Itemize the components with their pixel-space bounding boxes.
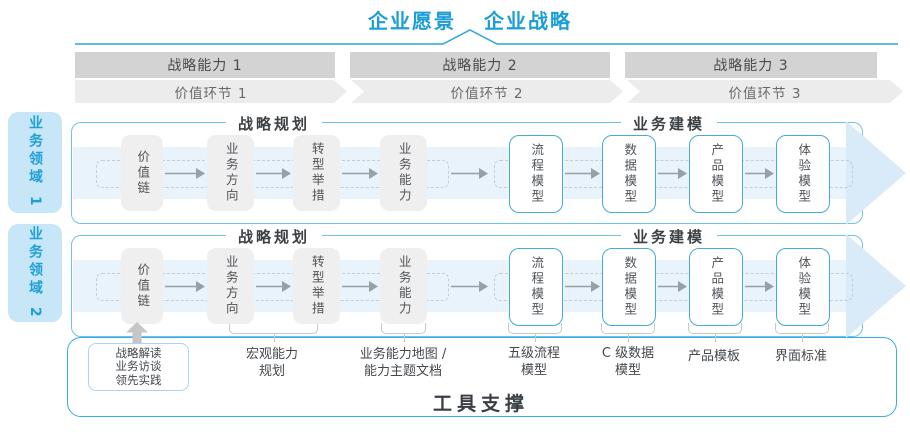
section-header-modeling: 业务建模 xyxy=(620,113,718,134)
flow-box-label: 数据模型 xyxy=(622,143,638,205)
domain-tab-label: 业务领域 2 xyxy=(27,225,43,321)
flow-band-arrowhead-icon xyxy=(846,234,906,338)
flow-box-process-model: 流程模型 xyxy=(509,248,563,326)
flow-box-product-model: 产品模型 xyxy=(689,248,743,326)
vision-title: 企业愿景 xyxy=(368,9,456,33)
flow-box-value-chain: 价值链 xyxy=(121,135,163,211)
domain-tab-label: 业务领域 1 xyxy=(27,115,43,210)
bracket-connector xyxy=(381,323,426,342)
flow-arrow-icon xyxy=(745,281,774,292)
note-product-template: 产品模板 xyxy=(687,349,741,364)
flow-box-label: 流程模型 xyxy=(529,256,545,318)
flow-box-value-chain: 价值链 xyxy=(121,248,163,324)
flow-box-label: 业务能力 xyxy=(396,142,412,204)
capability-bar-3: 战略能力 3 xyxy=(625,52,877,78)
flow-box-label: 体验模型 xyxy=(796,143,812,205)
capability-bar-1: 战略能力 1 xyxy=(75,52,335,78)
note-capability-map: 业务能力地图 / 能力主题文档 xyxy=(359,347,447,379)
flow-box-data-model: 数据模型 xyxy=(602,135,656,213)
flow-box-label: 转型举措 xyxy=(309,142,325,204)
value-link-chevron-1: 价值环节 1 xyxy=(75,80,347,103)
flow-box-label: 业务能力 xyxy=(396,255,412,317)
flow-arrow-icon xyxy=(745,168,774,179)
domain-tab-1: 业务领域 1 xyxy=(8,112,62,213)
section-header-planning: 战略规划 xyxy=(225,226,323,247)
bracket-connector xyxy=(688,323,742,342)
flow-box-label: 体验模型 xyxy=(796,256,812,318)
flow-box-business-capability: 业务能力 xyxy=(380,135,427,211)
note-ui-standard: 界面标准 xyxy=(774,349,828,364)
domain-tab-2: 业务领域 2 xyxy=(8,224,62,322)
value-link-chevron-3: 价值环节 3 xyxy=(627,80,903,103)
capability-bar-2: 战略能力 2 xyxy=(350,52,610,78)
business-row-1: 战略规划 业务建模 价值链 业务方向 转型举措 业务能力 流程模型 数据模型 产… xyxy=(71,113,906,225)
flow-arrow-icon xyxy=(565,281,600,292)
dashed-placeholder-left xyxy=(96,160,449,188)
flow-arrow-icon xyxy=(165,281,205,292)
bracket-connector xyxy=(508,323,562,342)
flow-arrow-icon xyxy=(451,168,488,179)
flow-box-label: 价值链 xyxy=(135,149,151,197)
caret-line-icon xyxy=(75,29,898,45)
flow-arrow-icon xyxy=(165,168,205,179)
flow-box-label: 业务方向 xyxy=(223,142,239,204)
page-title: 企业愿景 企业战略 xyxy=(75,5,865,34)
bracket-connector xyxy=(775,323,829,342)
flow-arrow-icon xyxy=(342,281,378,292)
flow-box-product-model: 产品模型 xyxy=(689,135,743,213)
section-header-planning: 战略规划 xyxy=(225,113,323,134)
dashed-placeholder-right xyxy=(494,160,853,188)
tool-support-box xyxy=(67,337,897,417)
dashed-placeholder-left xyxy=(96,273,449,301)
flow-arrow-icon xyxy=(342,168,378,179)
flow-arrow-icon xyxy=(658,281,687,292)
flow-box-transformation: 转型举措 xyxy=(293,248,340,324)
value-link-chevron-2: 价值环节 2 xyxy=(351,80,623,103)
flow-box-process-model: 流程模型 xyxy=(509,135,563,213)
dashed-placeholder-right xyxy=(494,273,853,301)
flow-box-business-direction: 业务方向 xyxy=(207,135,254,211)
flow-box-label: 产品模型 xyxy=(709,143,725,205)
flow-arrow-icon xyxy=(256,168,291,179)
section-header-modeling: 业务建模 xyxy=(620,226,718,247)
flow-box-experience-model: 体验模型 xyxy=(776,135,830,213)
flow-band-arrowhead-icon xyxy=(846,121,906,225)
flow-arrow-icon xyxy=(565,168,600,179)
flow-box-label: 数据模型 xyxy=(622,256,638,318)
flow-arrow-icon xyxy=(451,281,488,292)
flow-box-label: 产品模型 xyxy=(709,256,725,318)
flow-arrow-icon xyxy=(256,281,291,292)
flow-arrow-icon xyxy=(658,168,687,179)
flow-box-label: 价值链 xyxy=(135,262,151,310)
flow-box-label: 转型举措 xyxy=(309,255,325,317)
flow-box-business-capability: 业务能力 xyxy=(380,248,427,324)
note-macro-capability: 宏观能力 规划 xyxy=(245,347,299,379)
tool-support-label: 工具支撑 xyxy=(432,393,529,415)
note-strategy-interpretation: 战略解读 业务访谈 领先实践 xyxy=(88,343,189,391)
flow-box-transformation: 转型举措 xyxy=(293,135,340,211)
note-process-model: 五级流程 模型 xyxy=(507,346,561,378)
flow-box-data-model: 数据模型 xyxy=(602,248,656,326)
flow-box-label: 业务方向 xyxy=(223,255,239,317)
flow-box-experience-model: 体验模型 xyxy=(776,248,830,326)
strategy-title: 企业战略 xyxy=(484,9,572,33)
bracket-connector xyxy=(601,323,655,342)
bracket-connector xyxy=(229,323,318,342)
flow-box-business-direction: 业务方向 xyxy=(207,248,254,324)
business-row-2: 战略规划 业务建模 价值链 业务方向 转型举措 业务能力 流程模型 数据模型 产… xyxy=(71,226,906,338)
flow-box-label: 流程模型 xyxy=(529,143,545,205)
note-data-model: C 级数据 模型 xyxy=(601,346,655,378)
